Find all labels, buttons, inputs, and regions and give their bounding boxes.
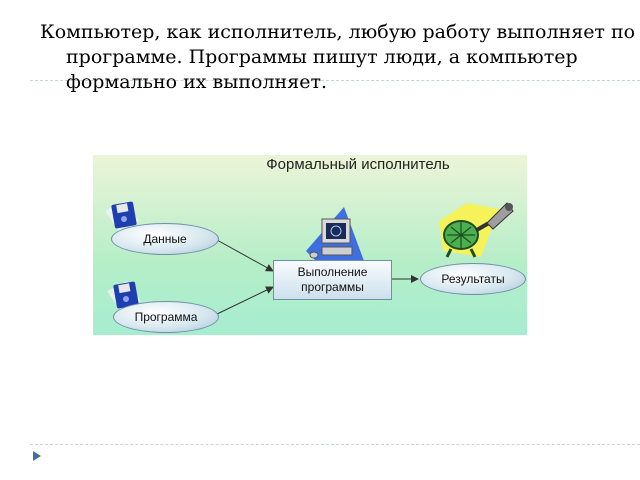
program-to-execution-arrow xyxy=(214,286,274,316)
floppy-disk-icon xyxy=(105,201,139,231)
slide-paragraph: Компьютер, как исполнитель, любую работу… xyxy=(40,21,636,93)
execution-box: Выполнение программы xyxy=(273,260,392,300)
connector-arrows xyxy=(214,239,419,316)
program-ellipse: Программа xyxy=(113,301,219,333)
turtle-robot-icon xyxy=(439,202,514,258)
bottom-guide-line xyxy=(30,444,640,445)
data-to-execution-arrow xyxy=(216,239,274,272)
execution-label-line1: Выполнение xyxy=(297,265,368,279)
empty-bullet-icon xyxy=(33,451,41,461)
computer-icon xyxy=(306,207,364,263)
formal-executor-figure: Формальный исполнитель Данные Программа xyxy=(93,155,527,335)
results-ellipse: Результаты xyxy=(420,263,526,295)
top-guide-line xyxy=(30,80,640,81)
data-ellipse: Данные xyxy=(111,223,219,255)
figure-title: Формальный исполнитель xyxy=(266,156,450,173)
execution-label-line2: программы xyxy=(301,280,364,294)
